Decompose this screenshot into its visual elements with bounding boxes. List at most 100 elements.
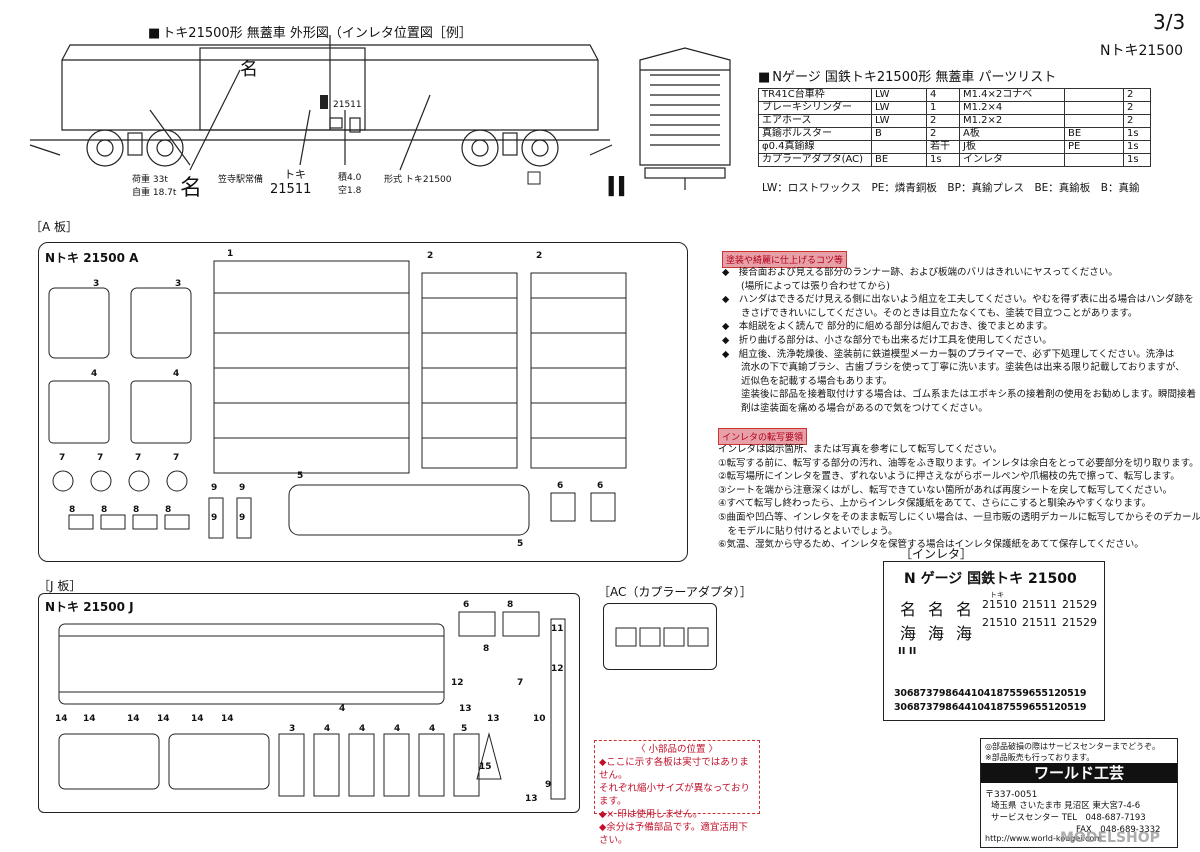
part-number-label: 1 [227,249,234,259]
model-code: Nトキ21500 [1100,43,1184,59]
kanji-mark-drawing: 名 [240,59,258,80]
inletter-kanji-6: 海 [956,624,973,643]
inletter-kanji-1: 名 [900,600,917,619]
sheet-a-section-label: ［A 板］ [30,220,79,234]
inletter-num-4: 21510 [982,616,1017,629]
part-number-label: 7 [135,453,142,463]
part-number-label: 12 [451,678,464,688]
part-number-label: 11 [551,624,564,634]
part-number-label: 4 [429,724,436,734]
label-car-number-small: 21511 [333,100,362,110]
sheet-j-title: Nトキ 21500 J [45,600,134,614]
part-number-label: 8 [483,644,490,654]
part-number-label: 5 [461,724,468,734]
company-tel: サービスセンター TEL 048-687-7193 [991,813,1146,823]
part-number-label: 14 [221,714,234,724]
inletter-title: N ゲージ 国鉄トキ 21500 [904,571,1077,587]
company-notice: ◎部品破損の際はサービスセンターまでどうぞ。 [985,742,1160,751]
part-number-label: 7 [59,453,66,463]
inletter-kanji-3: 名 [956,600,973,619]
diagram-title: トキ21500形 無蓋車 外形図（インレタ位置図［例］ [148,22,472,41]
part-number-label: 8 [133,505,140,515]
part-number-label: 4 [359,724,366,734]
part-number-label: 14 [157,714,170,724]
part-number-label: 7 [173,453,180,463]
part-number-label: 2 [427,251,434,261]
part-number-label: 9 [211,483,218,493]
sheet-j-section-label: ［J 板］ [38,579,82,593]
part-number-label: 9 [239,483,246,493]
part-number-label: 3 [289,724,296,734]
part-number-label: 13 [525,794,538,804]
inletter-sheet: N ゲージ 国鉄トキ 21500 名 名 名 海 海 海 トキ 21510 21… [883,561,1105,721]
painting-tips-heading: 塗装や綺麗に仕上げるコツ等 [722,251,848,268]
company-name: ワールド工芸 [981,763,1177,783]
company-url[interactable]: http://www.world-kougei.com [985,834,1103,843]
part-number-label: 6 [597,481,604,491]
part-number-label: 12 [551,664,564,674]
company-box: ◎部品破損の際はサービスセンターまでどうぞ。 ※部品販売も行っております。 ワー… [980,738,1178,848]
inletter-prefix-1: トキ [990,591,1004,599]
part-number-label: 14 [191,714,204,724]
part-number-label: 9 [211,513,218,523]
inletter-num-6: 21529 [1062,616,1097,629]
inletter-digits-1: 306873798644104187559655120519 [894,688,1087,699]
company-fax: FAX 048-689-3332 [1076,825,1161,835]
label-station: 笠寺駅常備 [218,175,264,185]
part-number-label: 9 [545,780,552,790]
ac-panel [603,603,717,670]
inletter-num-3: 21529 [1062,598,1097,611]
inletter-num-2: 21511 [1022,598,1057,611]
part-number-label: 4 [394,724,401,734]
painting-tips-text: ◆ 接合面および見える部分のランナー跡、および板端のバリはきれいにヤスってくださ… [722,267,1197,414]
part-number-label: 3 [175,279,182,289]
part-number-label: 14 [127,714,140,724]
part-number-label: 5 [297,471,304,481]
parts-legend: LW：ロストワックス PE：燐青銅板 BP：真鍮プレス BE：真鍮板 B：真鍮 [762,182,1140,194]
label-tare: 自重 18.7t [132,188,177,198]
part-number-label: 4 [324,724,331,734]
page-number: 3/3 [1153,10,1186,34]
part-number-label: 4 [173,369,180,379]
inletter-digits-2: 306873798644104187559655120519 [894,702,1087,713]
end-view-drawing [639,47,731,190]
part-number-label: 15 [479,762,492,772]
part-number-label: 4 [91,369,98,379]
part-number-label: 8 [69,505,76,515]
sheet-j-parts [58,611,566,800]
side-view-drawing [29,35,613,185]
part-number-label: 14 [55,714,68,724]
end-mark: II [606,170,627,203]
part-number-label: 3 [93,279,100,289]
label-dims: 積4.0 空1.8 [338,173,362,196]
watermark: MODELSHOP [1060,830,1160,846]
company-notice-2: ※部品販売も行っております。 [985,753,1095,762]
part-number-label: 2 [536,251,543,261]
part-number-label: 13 [487,714,500,724]
ac-section-label: ［AC（カプラーアダプタ）］ [598,585,752,599]
label-car-number: 21511 [270,182,312,197]
inletter-kanji-4: 海 [900,624,917,643]
inletter-roman: II II [898,646,917,657]
part-number-label: 8 [165,505,172,515]
label-kanji-mark: 名 [180,176,203,201]
inletter-num-5: 21511 [1022,616,1057,629]
part-number-label: 10 [533,714,546,724]
part-number-label: 6 [557,481,564,491]
label-load: 荷重 33t [132,175,168,185]
inletter-kanji-2: 名 [928,600,945,619]
company-address: 埼玉県 さいたま市 見沼区 東大宮7-4-6 [991,801,1141,811]
parts-list-title: Nゲージ 国鉄トキ21500形 無蓋車 パーツリスト [758,66,1056,85]
part-number-label: 8 [507,600,514,610]
transfer-text: インレタは図示箇所、または写真を参考にして転写してください。 ①転写する前に、転… [718,444,1200,551]
inletter-kanji-5: 海 [928,624,945,643]
part-number-label: 7 [517,678,524,688]
part-number-label: 14 [83,714,96,724]
part-number-label: 13 [459,704,472,714]
ac-parts [615,627,709,647]
part-number-label: 5 [517,539,524,549]
